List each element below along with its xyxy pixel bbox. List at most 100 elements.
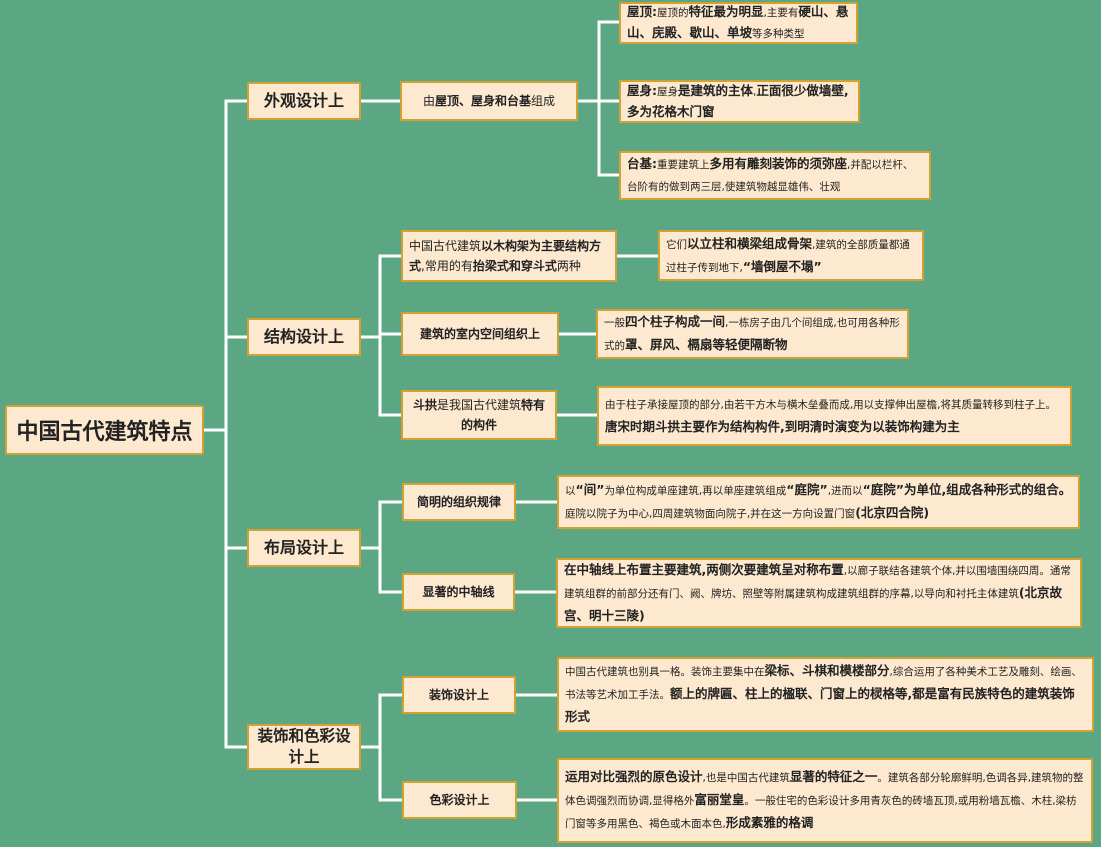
text-run: 它们 bbox=[666, 238, 687, 251]
bold-text-run: 唐宋时期斗拱主要作为结构构件,到明清时演变为以装饰构建为主 bbox=[605, 418, 960, 434]
text-run: ,进而以 bbox=[827, 485, 863, 497]
branch-structure[interactable]: 结构设计上 bbox=[247, 318, 361, 356]
bold-text-run: 运用对比强烈的原色设计 bbox=[565, 769, 703, 784]
text-run: 由于柱子承接屋顶的部分,由若干方木与横木垒叠而成,用以支撑伸出屋檐,将其质量转移… bbox=[605, 398, 1057, 411]
bold-text-run: 屋顶: bbox=[627, 4, 657, 19]
connector-b2 bbox=[359, 254, 403, 417]
branch-layout[interactable]: 布局设计上 bbox=[247, 529, 361, 567]
text-run: ,一栋房子由几个间组成,也可用各种形式的 bbox=[604, 317, 900, 352]
bold-text-run: 建筑的室内空间组织上 bbox=[419, 327, 540, 341]
item-central-axis[interactable]: 显著的中轴线 bbox=[402, 573, 515, 611]
bold-text-run: 硬山、悬山、庑殿、歇山、单坡 bbox=[627, 4, 849, 40]
bold-text-run: 正面很少做墙壁,多为花格木门窗 bbox=[627, 82, 849, 119]
text-run: ,主要有 bbox=[763, 7, 799, 19]
bold-text-run: 以立柱和横梁组成骨架 bbox=[687, 235, 813, 251]
detail-roof[interactable]: 屋顶:屋顶的特征最为明显,主要有硬山、悬山、庑殿、歇山、单坡等多种类型 bbox=[619, 2, 858, 44]
bold-text-run: 特征最为明显 bbox=[688, 4, 764, 19]
text-run: 中国古代建筑 bbox=[409, 239, 482, 253]
text-run: 屋身 bbox=[657, 85, 678, 98]
bold-text-run: 四个柱子构成一间 bbox=[625, 314, 726, 329]
item-dougong[interactable]: 斗拱是我国古代建筑特有的构件 bbox=[401, 390, 557, 440]
bold-text-run: 显著的中轴线 bbox=[422, 585, 495, 599]
bold-text-run: (北京故宫、明十三陵) bbox=[564, 584, 1063, 623]
connector-b1-details bbox=[576, 20, 621, 177]
bold-text-run: 富丽堂皇 bbox=[694, 792, 745, 807]
text-run: 等多种类型 bbox=[752, 28, 805, 40]
text-run: 以 bbox=[565, 485, 576, 497]
item-color-design[interactable]: 色彩设计上 bbox=[402, 781, 517, 819]
text-run: 。建筑各部分轮廓鲜明,色调各异,建筑物的整体色调强烈而协调,显得格外 bbox=[565, 772, 1084, 807]
item-decoration-design[interactable]: 装饰设计上 bbox=[402, 676, 516, 714]
bold-text-run: 多用有雕刻装饰的须弥座 bbox=[709, 156, 848, 171]
bold-text-run: 抬梁式和穿斗式 bbox=[472, 259, 557, 273]
text-run: 由 bbox=[422, 94, 435, 108]
text-run: , bbox=[753, 85, 757, 98]
detail-interior-space[interactable]: 一般四个柱子构成一间,一栋房子由几个间组成,也可用各种形式的罩、屏风、槅扇等轻便… bbox=[596, 309, 909, 359]
text-run: ,建筑的全部质量都通过柱子传到地下, bbox=[666, 238, 910, 274]
bold-text-run: 斗拱 bbox=[412, 398, 437, 412]
text-run: 组成 bbox=[531, 94, 556, 108]
bold-text-run: (北京四合院) bbox=[855, 505, 930, 520]
text-run: 是我国古代建筑 bbox=[436, 398, 521, 412]
detail-color-design[interactable]: 运用对比强烈的原色设计,也是中国古代建筑显著的特征之一。建筑各部分轮廓鲜明,色调… bbox=[557, 758, 1093, 843]
branch-label: 结构设计上 bbox=[263, 327, 344, 346]
connector-b4-details bbox=[514, 693, 559, 802]
connector-b2-details bbox=[555, 254, 660, 417]
bold-text-run: 是建筑的主体 bbox=[678, 82, 754, 98]
root-node[interactable]: 中国古代建筑特点 bbox=[5, 405, 204, 455]
text-run: ,并配以栏杆、台阶有的做到两三层,使建筑物越显雄伟、壮观 bbox=[627, 159, 914, 193]
text-run: 重要建筑上 bbox=[657, 159, 710, 171]
connector-b3-details bbox=[513, 500, 559, 594]
text-run: 。一般住宅的色彩设计多用青灰色的砖墙瓦顶,或用粉墙瓦檐、木柱,梁枋门窗等多用黑色… bbox=[565, 795, 1077, 830]
text-run: 庭院以院子为中心,四周建筑物面向院子,并在这一方向设置门窗 bbox=[565, 508, 856, 520]
bold-text-run: “庭院”为单位,组成各种形式的组合。 bbox=[862, 482, 1072, 497]
detail-central-axis[interactable]: 在中轴线上布置主要建筑,两侧次要建筑呈对称布置,以廊子联结各建筑个体,并以围墙围… bbox=[556, 558, 1082, 628]
bold-text-run: 显著的特征之一 bbox=[789, 769, 878, 784]
bold-text-run: 台基: bbox=[627, 156, 657, 171]
detail-wood-frame[interactable]: 它们以立柱和横梁组成骨架,建筑的全部质量都通过柱子传到地下,“墙倒屋不塌” bbox=[658, 230, 924, 281]
connector-b4 bbox=[359, 693, 404, 802]
bold-text-run: 罩、屏风、槅扇等轻便隔断物 bbox=[625, 337, 788, 352]
bold-text-run: 在中轴线上布置主要建筑,两侧次要建筑呈对称布置 bbox=[564, 561, 844, 577]
branch-appearance[interactable]: 外观设计上 bbox=[247, 82, 361, 120]
text-run: ,也是中国古代建筑 bbox=[702, 772, 790, 784]
text-run: 为单位构成单座建筑,再以单座建筑组成 bbox=[604, 485, 787, 497]
branch-label: 外观设计上 bbox=[263, 91, 344, 110]
branch-decoration-color[interactable]: 装饰和色彩设计上 bbox=[247, 724, 361, 770]
item-interior-space[interactable]: 建筑的室内空间组织上 bbox=[401, 312, 559, 356]
connector-root-trunk bbox=[202, 99, 249, 749]
text-run: ,常用的有 bbox=[421, 259, 473, 273]
text-run: 屋顶的 bbox=[657, 7, 689, 19]
bold-text-run: “间” bbox=[575, 482, 605, 497]
bold-text-run: 装饰设计上 bbox=[428, 688, 489, 702]
bold-text-run: 屋身: bbox=[627, 82, 657, 98]
text-run: 两种 bbox=[556, 259, 581, 273]
text-run: ,综合运用了各种美术工艺及雕刻、绘画、书法等艺术加工手法。 bbox=[565, 666, 1082, 701]
text-run: 中国古代建筑也别具一格。装饰主要集中在 bbox=[565, 666, 765, 678]
text-run: 一般 bbox=[604, 317, 625, 329]
branch-label: 布局设计上 bbox=[263, 538, 344, 557]
detail-platform[interactable]: 台基:重要建筑上多用有雕刻装饰的须弥座,并配以栏杆、台阶有的做到两三层,使建筑物… bbox=[619, 151, 931, 200]
bold-text-run: 梁标、斗棋和模楼部分 bbox=[764, 663, 890, 678]
bold-text-run: “墙倒屋不塌” bbox=[742, 258, 822, 274]
branch-label: 装饰和色彩设计上 bbox=[257, 727, 351, 766]
bold-text-run: 以木构架为主要结构方式 bbox=[409, 239, 602, 273]
detail-decoration-design[interactable]: 中国古代建筑也别具一格。装饰主要集中在梁标、斗棋和模楼部分,综合运用了各种美术工… bbox=[557, 657, 1094, 732]
text-run: ,以廊子联结各建筑个体,并以围墙围绕四周。通常建筑组群的前部分还有门、阙、牌坊、… bbox=[564, 564, 1071, 600]
item-wood-frame[interactable]: 中国古代建筑以木构架为主要结构方式,常用的有抬梁式和穿斗式两种 bbox=[401, 230, 617, 282]
detail-body[interactable]: 屋身:屋身是建筑的主体,正面很少做墙壁,多为花格木门窗 bbox=[619, 80, 860, 123]
detail-dougong[interactable]: 由于柱子承接屋顶的部分,由若干方木与横木垒叠而成,用以支撑伸出屋檐,将其质量转移… bbox=[597, 386, 1072, 446]
detail-organization-rule[interactable]: 以“间”为单位构成单座建筑,再以单座建筑组成“庭院”,进而以“庭院”为单位,组成… bbox=[557, 475, 1080, 529]
bold-text-run: 形成素雅的格调 bbox=[725, 815, 814, 830]
bold-text-run: 特有的构件 bbox=[460, 398, 546, 432]
item-organization-rule[interactable]: 简明的组织规律 bbox=[402, 483, 516, 521]
bold-text-run: 屋顶、屋身和台基 bbox=[434, 94, 531, 108]
bold-text-run: 额上的牌匾、柱上的楹联、门窗上的棂格等,都是富有民族特色的建筑装饰形式 bbox=[565, 686, 1075, 724]
bold-text-run: 色彩设计上 bbox=[429, 793, 490, 807]
connector-b3 bbox=[359, 500, 404, 594]
bold-text-run: “庭院” bbox=[786, 482, 828, 497]
root-label: 中国古代建筑特点 bbox=[16, 420, 193, 445]
bold-text-run: 简明的组织规律 bbox=[416, 495, 501, 509]
item-appearance-composition[interactable]: 由屋顶、屋身和台基组成 bbox=[400, 81, 578, 121]
